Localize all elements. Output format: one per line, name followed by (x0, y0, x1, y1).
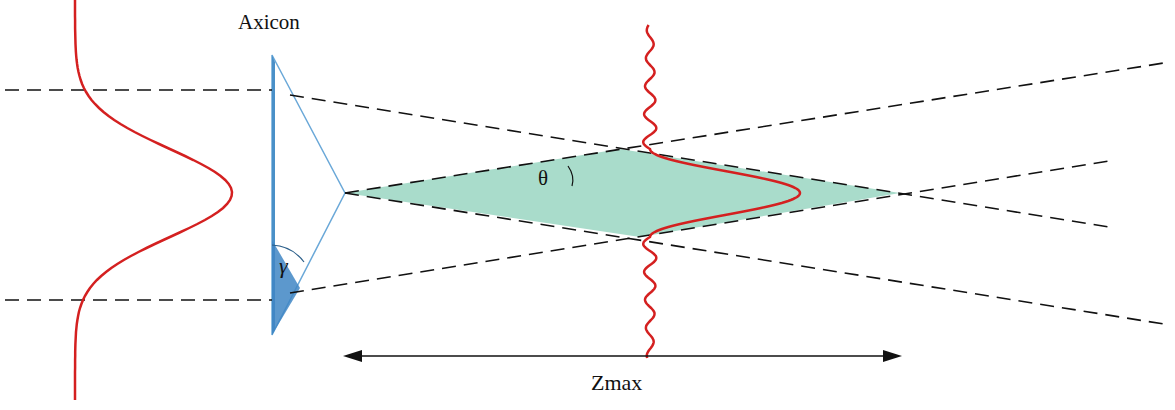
bessel-zone (345, 149, 900, 237)
component-label: Axicon (238, 12, 300, 33)
dimension-label: Zmax (591, 372, 642, 394)
ray-lines (5, 62, 1170, 325)
theta-arc (568, 166, 573, 186)
gaussian-profile (75, 0, 232, 400)
angle-symbol: θ (538, 168, 548, 189)
zmax-arrow (343, 350, 902, 362)
angle-symbol: γ (279, 255, 288, 277)
gamma-arc (272, 245, 304, 262)
bessel-profile (643, 25, 800, 358)
axicon-prism (272, 55, 345, 335)
